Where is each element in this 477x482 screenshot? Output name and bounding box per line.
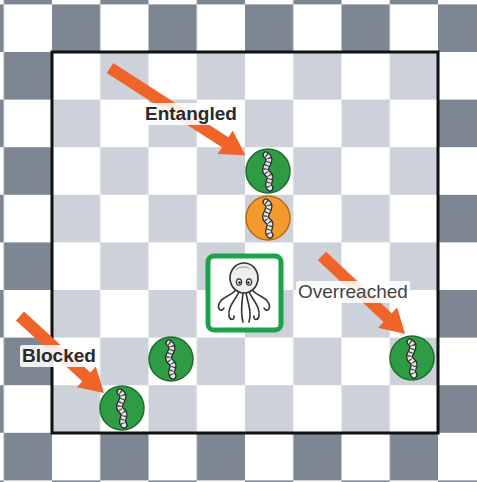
green-piece — [390, 336, 434, 380]
green-piece — [246, 149, 290, 193]
callout-arrow — [102, 56, 252, 167]
callout-arrow — [11, 306, 114, 404]
green-piece — [149, 337, 193, 381]
board-border — [52, 52, 438, 433]
orange-piece — [246, 196, 290, 240]
green-piece — [100, 386, 144, 430]
callout-label: Blocked — [20, 345, 98, 367]
inner-board — [52, 52, 438, 433]
callout-label: Overreached — [296, 281, 410, 303]
octopus-piece — [208, 256, 281, 330]
callout-label: Entangled — [143, 103, 239, 125]
